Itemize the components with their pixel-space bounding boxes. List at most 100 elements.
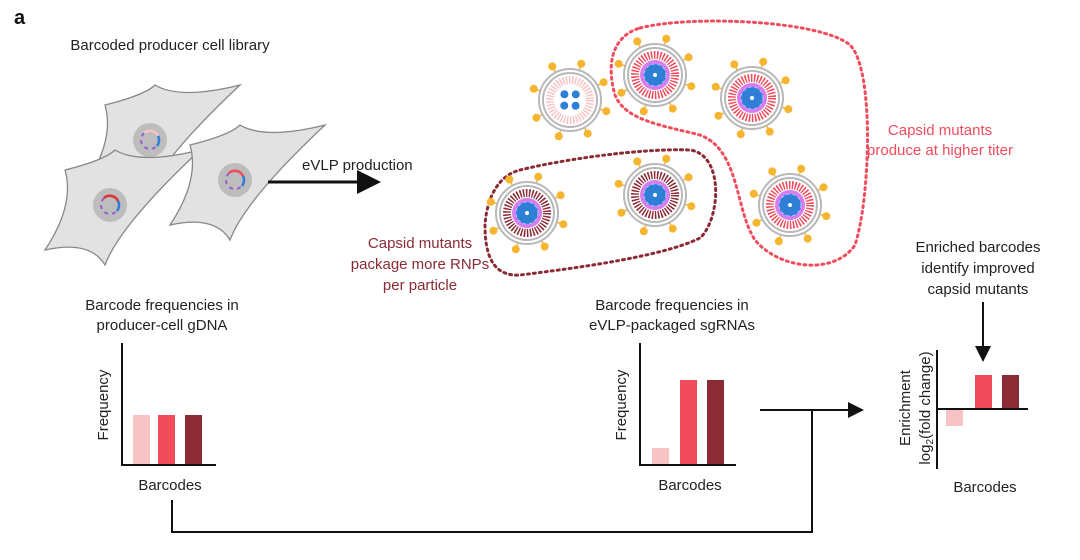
chart2-xlabel: Barcodes bbox=[658, 477, 721, 494]
enriched-note-line1: Enriched barcodes bbox=[915, 239, 1040, 256]
producer-cells bbox=[43, 83, 328, 267]
chart1-xlabel: Barcodes bbox=[138, 477, 201, 494]
bar-1 bbox=[133, 415, 150, 465]
spike-icon bbox=[714, 111, 723, 120]
spike-icon bbox=[489, 226, 498, 235]
panel-label: a bbox=[14, 7, 26, 29]
evlp-particles bbox=[486, 34, 831, 254]
rnp-icon bbox=[560, 101, 569, 110]
spike-icon bbox=[687, 202, 696, 211]
spike-icon bbox=[711, 82, 720, 91]
chart2-title-line1: Barcode frequencies in bbox=[595, 297, 748, 314]
bar-1 bbox=[652, 448, 669, 465]
spike-icon bbox=[768, 167, 777, 176]
nucleus bbox=[93, 188, 127, 222]
spike-icon bbox=[730, 60, 739, 69]
evlp-particle-dark bbox=[486, 172, 568, 254]
spike-icon bbox=[774, 237, 783, 246]
spike-icon bbox=[511, 245, 520, 254]
spike-icon bbox=[583, 129, 592, 138]
chart3-ylabel-line2: log2(fold change) bbox=[917, 351, 936, 464]
spike-icon bbox=[668, 104, 677, 113]
spike-icon bbox=[633, 157, 642, 166]
spike-icon bbox=[822, 212, 831, 221]
chart3-xlabel: Barcodes bbox=[953, 479, 1016, 496]
spike-icon bbox=[639, 227, 648, 236]
chart-packaged-sgrnas: Barcode frequencies in eVLP-packaged sgR… bbox=[589, 297, 755, 494]
capsid-shell bbox=[546, 76, 594, 124]
rnp-note-line2: package more RNPs bbox=[351, 256, 489, 273]
spike-icon bbox=[797, 164, 806, 173]
rnp-note-line1: Capsid mutants bbox=[368, 235, 472, 252]
spike-icon bbox=[486, 197, 495, 206]
spike-icon bbox=[617, 88, 626, 97]
spike-icon bbox=[532, 113, 541, 122]
spike-icon bbox=[614, 179, 623, 188]
spike-icon bbox=[602, 107, 611, 116]
capsid-shell bbox=[631, 171, 679, 219]
spike-icon bbox=[668, 224, 677, 233]
spike-icon bbox=[784, 105, 793, 114]
chart1-title-line2: producer-cell gDNA bbox=[97, 317, 228, 334]
spike-icon bbox=[548, 62, 557, 71]
chart3-ylabel-line1: Enrichment bbox=[897, 369, 914, 446]
evlp-particle-red bbox=[711, 57, 793, 139]
chart-enrichment: Enrichment log2(fold change) Barcodes bbox=[897, 350, 1028, 496]
spike-icon bbox=[684, 173, 693, 182]
evlp-particle-red bbox=[749, 164, 831, 246]
producer-cell bbox=[168, 123, 328, 242]
chart-producer-gdna: Barcode frequencies in producer-cell gDN… bbox=[85, 297, 238, 494]
capsid-shell bbox=[503, 189, 551, 237]
capsid-shell bbox=[631, 51, 679, 99]
bar-1 bbox=[946, 409, 963, 426]
spike-icon bbox=[505, 175, 514, 184]
spike-icon bbox=[617, 208, 626, 217]
spike-icon bbox=[687, 82, 696, 91]
chart2-title-line2: eVLP-packaged sgRNAs bbox=[589, 317, 755, 334]
spike-icon bbox=[599, 78, 608, 87]
comparison-connector bbox=[171, 402, 864, 533]
enriched-note-line2: identify improved bbox=[921, 260, 1034, 277]
bar-2 bbox=[975, 375, 992, 409]
bar-2 bbox=[158, 415, 175, 465]
rnp-icon bbox=[571, 90, 580, 99]
spike-icon bbox=[759, 57, 768, 66]
spike-icon bbox=[556, 191, 565, 200]
spike-icon bbox=[639, 107, 648, 116]
spike-icon bbox=[529, 84, 538, 93]
spike-icon bbox=[577, 59, 586, 68]
spike-icon bbox=[662, 34, 671, 43]
evlp-particle-red bbox=[614, 34, 696, 116]
spike-icon bbox=[736, 130, 745, 139]
nucleus bbox=[218, 163, 252, 197]
rnp-icon bbox=[560, 90, 569, 99]
production-label: eVLP production bbox=[302, 157, 413, 174]
nucleus bbox=[133, 123, 167, 157]
rnp-group-outline bbox=[483, 148, 718, 277]
rnp-note-line3: per particle bbox=[383, 277, 457, 294]
chart1-ylabel: Frequency bbox=[95, 369, 112, 440]
spike-icon bbox=[633, 37, 642, 46]
spike-icon bbox=[614, 59, 623, 68]
spike-icon bbox=[662, 154, 671, 163]
spike-icon bbox=[752, 218, 761, 227]
titer-group-outline bbox=[609, 19, 869, 267]
spike-icon bbox=[534, 172, 543, 181]
spike-icon bbox=[540, 242, 549, 251]
chart2-ylabel: Frequency bbox=[613, 369, 630, 440]
library-title: Barcoded producer cell library bbox=[70, 37, 270, 54]
spike-icon bbox=[819, 183, 828, 192]
bar-2 bbox=[680, 380, 697, 465]
evlp-particle-dark bbox=[614, 154, 696, 236]
bar-3 bbox=[707, 380, 724, 465]
titer-note-line2: produce at higher titer bbox=[867, 142, 1013, 159]
bar-3 bbox=[185, 415, 202, 465]
spike-icon bbox=[781, 76, 790, 85]
capsid-shell bbox=[728, 74, 776, 122]
spike-icon bbox=[749, 189, 758, 198]
spike-icon bbox=[554, 132, 563, 141]
spike-icon bbox=[765, 127, 774, 136]
enriched-note-line3: capsid mutants bbox=[928, 281, 1029, 298]
producer-cell bbox=[43, 148, 203, 267]
